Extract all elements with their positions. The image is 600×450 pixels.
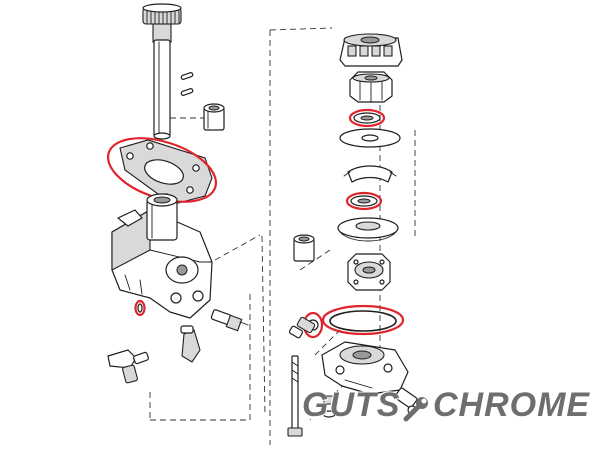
retaining-clip [343,165,397,183]
gerotor-inner-top [349,71,393,103]
bushing-left [203,103,225,131]
lower-washer [337,217,399,242]
gerotor-housing [339,33,403,67]
wrench-icon [400,393,432,425]
drive-shaft-gear [142,3,182,140]
pump-body-left [111,193,213,319]
seal-ring-upper [348,108,386,128]
nut-washer [322,395,336,418]
bushing-right [293,234,315,262]
o-ring-large [321,304,405,336]
cover-gasket [119,139,213,204]
fitting-tee [107,349,149,384]
fitting-straight [210,309,249,332]
fitting-right [288,316,316,339]
watermark-word-left: GUTS [302,386,401,424]
pump-cover-bottom [321,341,418,415]
seal-ring-lower [345,191,383,211]
o-ring-small-left [134,299,146,317]
watermark-word-right: CHROME [433,386,591,424]
gerotor-inner-bottom [347,253,391,291]
fitting-elbow [180,325,201,363]
long-bolt [287,355,303,437]
roll-pins [180,72,194,96]
separator-plate [339,128,401,148]
